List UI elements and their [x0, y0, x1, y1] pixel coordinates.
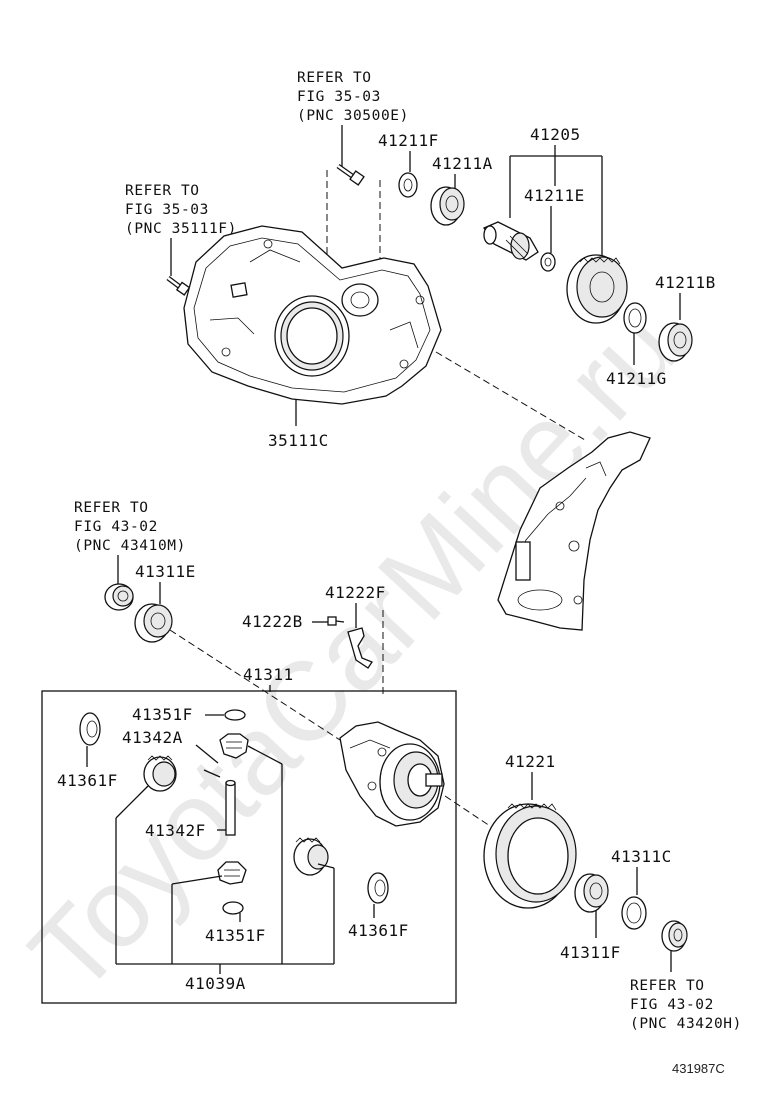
leader-line: [195, 744, 219, 764]
part-label-41211a: 41211A: [432, 154, 493, 173]
alignment-line: [435, 351, 586, 441]
gear-icon[interactable]: [217, 861, 247, 885]
part-label-41311f: 41311F: [560, 943, 621, 962]
refer-line: REFER TO: [74, 500, 149, 516]
refer-line: FIG 35-03: [297, 89, 381, 105]
part-label-41211e: 41211E: [524, 186, 585, 205]
refer-line: (PNC 30500E): [297, 108, 409, 124]
alignment-line: [169, 629, 341, 741]
bearing-icon[interactable]: [658, 322, 693, 362]
part-label-41211f: 41211F: [378, 131, 439, 150]
part-label-41361f: 41361F: [57, 771, 118, 790]
part-label-35111c: 35111C: [268, 431, 329, 450]
refer-line: REFER TO: [630, 978, 705, 994]
housing-icon[interactable]: [497, 431, 651, 631]
refer-note-30500e: REFER TO FIG 35-03 (PNC 30500E): [297, 70, 409, 124]
pin-icon[interactable]: [203, 769, 221, 778]
refer-note-43410m: REFER TO FIG 43-02 (PNC 43410M): [74, 500, 186, 554]
part-label-41351f: 41351F: [132, 705, 193, 724]
bolt-icon[interactable]: [336, 163, 365, 186]
refer-line: REFER TO: [125, 183, 200, 199]
refer-line: FIG 43-02: [630, 997, 714, 1013]
seal-icon[interactable]: [398, 172, 418, 198]
leader-line: [247, 745, 283, 765]
part-label-41311e: 41311E: [135, 562, 196, 581]
pin-icon[interactable]: [225, 779, 236, 836]
part-label-41211b: 41211B: [655, 273, 716, 292]
bearing-icon[interactable]: [430, 186, 465, 226]
bolt-icon[interactable]: [327, 616, 345, 626]
gear-icon[interactable]: [347, 627, 373, 669]
part-label-41361f-right: 41361F: [348, 921, 409, 940]
gear-icon[interactable]: [293, 837, 329, 876]
part-label-41222f: 41222F: [325, 583, 386, 602]
ring-gear-icon[interactable]: [483, 803, 577, 909]
refer-note-43420h: REFER TO FIG 43-02 (PNC 43420H): [630, 978, 742, 1032]
gear-icon[interactable]: [483, 221, 539, 261]
part-label-41342a: 41342A: [122, 728, 183, 747]
gear-icon[interactable]: [219, 733, 249, 759]
part-label-41311: 41311: [243, 665, 294, 684]
refer-line: FIG 35-03: [125, 202, 209, 218]
refer-line: (PNC 43410M): [74, 538, 186, 554]
seal-icon[interactable]: [661, 920, 688, 952]
housing-icon[interactable]: [183, 225, 442, 405]
seal-icon[interactable]: [623, 302, 647, 334]
bearing-icon[interactable]: [134, 603, 173, 643]
gear-icon[interactable]: [566, 254, 628, 324]
gear-icon[interactable]: [143, 755, 177, 792]
diagram-code: 431987C: [672, 1061, 725, 1076]
differential-case-icon[interactable]: [339, 721, 445, 827]
part-label-41039a: 41039A: [185, 974, 246, 993]
bearing-icon[interactable]: [574, 873, 609, 913]
part-label-41211g: 41211G: [606, 369, 667, 388]
bolt-icon[interactable]: [166, 276, 191, 296]
refer-line: (PNC 43420H): [630, 1016, 742, 1032]
kit-bracket-41039a: [115, 764, 335, 974]
refer-line: (PNC 35111F): [125, 221, 237, 237]
part-label-41222b: 41222B: [242, 612, 303, 631]
washer-icon[interactable]: [224, 709, 246, 721]
refer-line: REFER TO: [297, 70, 372, 86]
washer-icon[interactable]: [222, 901, 244, 915]
refer-line: FIG 43-02: [74, 519, 158, 535]
part-label-41205: 41205: [530, 125, 581, 144]
washer-icon[interactable]: [621, 896, 647, 930]
part-label-41351f-bottom: 41351F: [205, 926, 266, 945]
washer-icon[interactable]: [367, 872, 389, 904]
seal-icon[interactable]: [104, 583, 134, 611]
part-label-41342f: 41342F: [145, 821, 206, 840]
assembly-box-41311: [41, 690, 457, 1004]
part-label-41221: 41221: [505, 752, 556, 771]
refer-note-35111f: REFER TO FIG 35-03 (PNC 35111F): [125, 183, 237, 237]
washer-icon[interactable]: [79, 712, 101, 746]
washer-icon[interactable]: [540, 252, 556, 272]
alignment-line: [435, 789, 491, 827]
part-label-41311c: 41311C: [611, 847, 672, 866]
